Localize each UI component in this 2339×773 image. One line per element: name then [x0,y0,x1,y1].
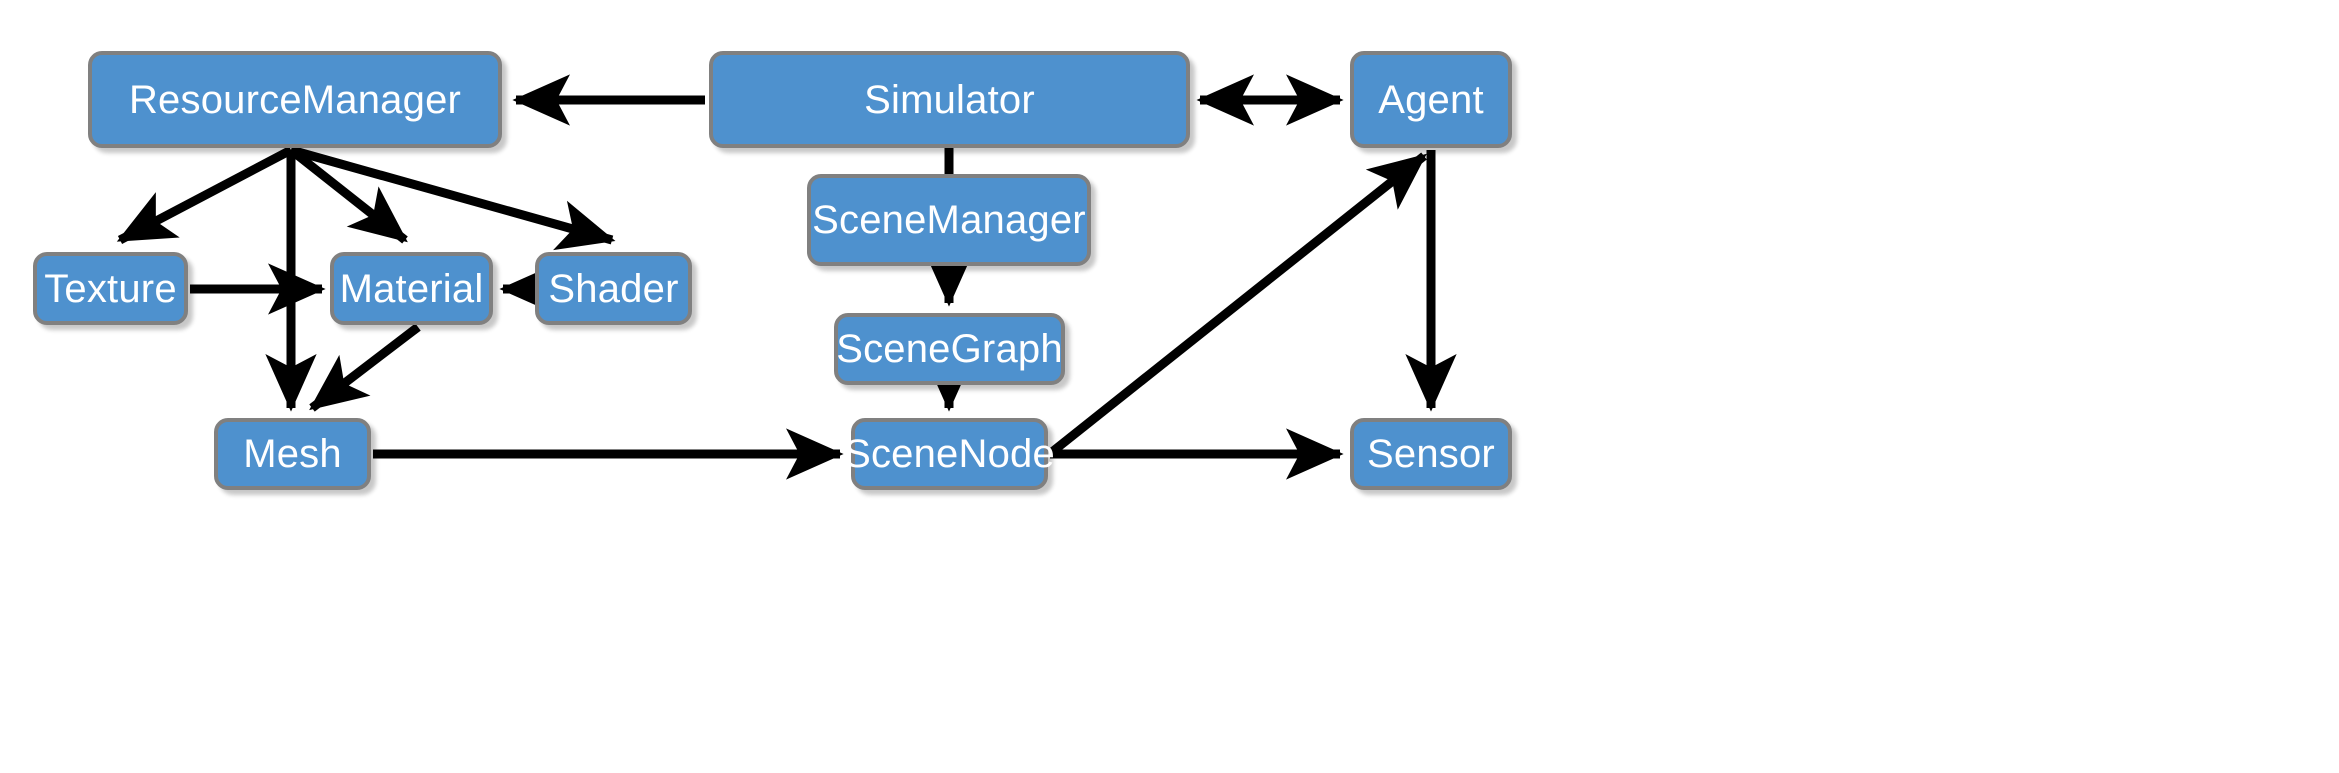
node-shader[interactable]: Shader [535,252,692,325]
node-resourcemanager[interactable]: ResourceManager [88,51,502,148]
node-material[interactable]: Material [330,252,493,325]
node-label-resourcemanager: ResourceManager [128,77,462,122]
node-agent[interactable]: Agent [1350,51,1512,148]
node-sensor[interactable]: Sensor [1350,418,1512,490]
node-label-scenegraph: SceneGraph [836,327,1063,371]
node-label-scenenode: SceneNode [844,432,1055,476]
node-label-material: Material [339,266,484,311]
node-label-scenemanager: SceneManager [812,198,1086,242]
edge-scenenode-to-agent [1049,152,1427,456]
node-label-shader: Shader [548,266,679,311]
node-mesh[interactable]: Mesh [214,418,371,490]
node-simulator[interactable]: Simulator [709,51,1190,148]
node-label-simulator: Simulator [864,77,1035,122]
edge-material-to-mesh [309,323,421,412]
node-label-texture: Texture [44,266,177,311]
edge-resourcemanager-to-material [288,146,408,244]
node-scenenode[interactable]: SceneNode [844,418,1055,490]
edge-resourcemanager-to-texture [116,146,294,244]
edge-resourcemanager-to-shader [289,145,616,251]
node-texture[interactable]: Texture [33,252,188,325]
node-label-agent: Agent [1378,77,1484,122]
node-scenegraph[interactable]: SceneGraph [834,313,1065,385]
node-label-mesh: Mesh [243,432,342,476]
node-label-sensor: Sensor [1367,432,1495,476]
node-scenemanager[interactable]: SceneManager [807,174,1091,266]
